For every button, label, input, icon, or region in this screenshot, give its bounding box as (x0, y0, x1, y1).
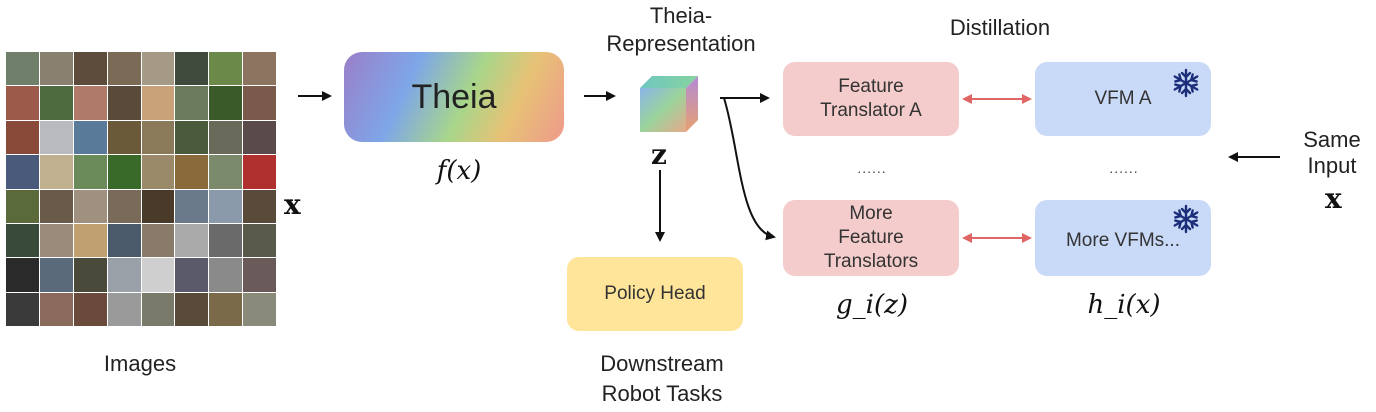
image-tile (209, 223, 243, 258)
image-tile (107, 120, 141, 155)
image-tile (243, 120, 276, 155)
image-tile (141, 189, 175, 223)
image-tile (6, 258, 39, 292)
vfms-ellipsis: ...... (1109, 160, 1139, 176)
image-tile (73, 223, 107, 258)
image-tile (175, 86, 209, 120)
snowflake-icon (1173, 68, 1199, 98)
image-tile (73, 189, 107, 223)
image-tile (39, 86, 73, 120)
image-tile (175, 258, 209, 292)
image-tile (243, 155, 276, 189)
image-tile (73, 86, 107, 120)
translators-ellipsis: ...... (857, 160, 887, 176)
downstream-tasks-label: Downstream Robot Tasks (600, 351, 724, 406)
image-tile (107, 292, 141, 326)
image-tile (73, 120, 107, 155)
image-tile (141, 223, 175, 258)
image-tile (6, 86, 39, 120)
theia-label: Theia (411, 77, 497, 116)
image-tile (175, 292, 209, 326)
image-tile (107, 223, 141, 258)
image-tile (243, 189, 276, 223)
image-tile (73, 52, 107, 86)
image-tile (243, 86, 276, 120)
image-tile (243, 52, 276, 86)
image-tile (209, 189, 243, 223)
theia-model-box: Theia (344, 52, 564, 142)
vfm-a-box: VFM A (1035, 62, 1211, 136)
image-tile (209, 52, 243, 86)
theia-function-label: f(x) (436, 156, 482, 186)
image-tile (39, 52, 73, 86)
image-tile (243, 292, 276, 326)
image-tile (175, 120, 209, 155)
image-tile (141, 292, 175, 326)
image-tile (141, 86, 175, 120)
image-tile (6, 52, 39, 86)
cube-icon (640, 76, 698, 132)
input-var-x: x (1325, 182, 1342, 215)
image-tile (209, 86, 243, 120)
representation-var-z: z (651, 138, 667, 171)
images-var-x: x (284, 188, 301, 221)
image-tile (141, 155, 175, 189)
image-tile (175, 52, 209, 86)
distillation-label: Distillation (949, 15, 1051, 40)
image-tile (39, 292, 73, 326)
more-feature-translators-box: More Feature Translators (783, 200, 959, 276)
feature-translator-a-box: Feature Translator A (783, 62, 959, 136)
image-tile (243, 258, 276, 292)
image-tile (141, 52, 175, 86)
snowflake-icon (1173, 204, 1199, 234)
image-tile (175, 155, 209, 189)
image-tile (6, 155, 39, 189)
image-tile (73, 155, 107, 189)
image-tile (107, 155, 141, 189)
image-tile (141, 120, 175, 155)
image-tile (141, 258, 175, 292)
image-tile (107, 86, 141, 120)
translator-function-label: g_i(z) (836, 290, 908, 320)
image-grid (6, 52, 276, 326)
image-tile (175, 189, 209, 223)
policy-head-box: Policy Head (567, 257, 743, 331)
image-tile (6, 223, 39, 258)
image-tile (6, 189, 39, 223)
more-vfms-box: More VFMs... (1035, 200, 1211, 276)
image-tile (39, 223, 73, 258)
image-tile (73, 258, 107, 292)
image-tile (107, 189, 141, 223)
images-label: Images (103, 351, 177, 376)
image-tile (243, 223, 276, 258)
image-tile (209, 120, 243, 155)
image-tile (39, 120, 73, 155)
image-tile (73, 292, 107, 326)
image-tile (175, 223, 209, 258)
image-tile (209, 292, 243, 326)
image-tile (209, 258, 243, 292)
image-tile (209, 155, 243, 189)
vfm-function-label: h_i(x) (1087, 290, 1161, 320)
representation-label: Theia- Representation (606, 3, 756, 56)
image-tile (107, 52, 141, 86)
image-tile (6, 120, 39, 155)
image-tile (39, 189, 73, 223)
same-input-label: Same Input (1303, 127, 1361, 178)
image-tile (39, 155, 73, 189)
arrow-representation-to-more-translators (723, 97, 776, 241)
image-tile (39, 258, 73, 292)
image-tile (107, 258, 141, 292)
image-tile (6, 292, 39, 326)
